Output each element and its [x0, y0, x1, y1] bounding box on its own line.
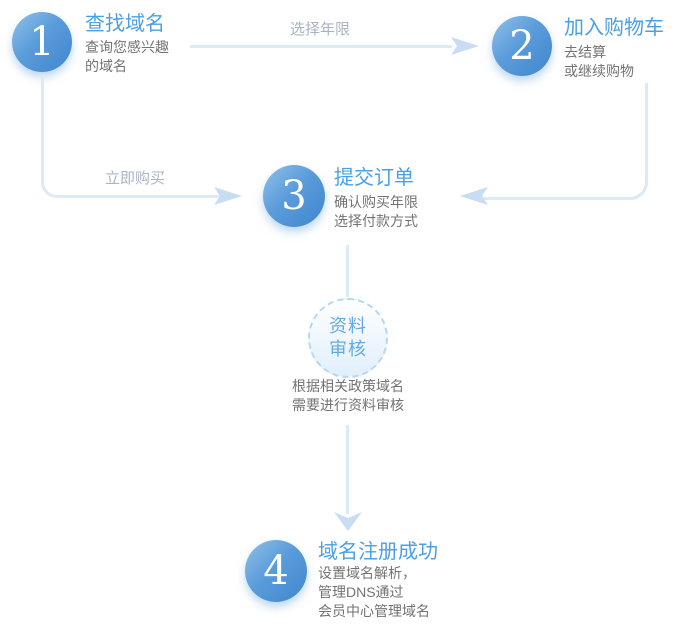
step-4-circle: 4 — [245, 540, 307, 602]
step-4-desc-line-3: 会员中心管理域名 — [318, 603, 430, 619]
step-3-description: 确认购买年限 选择付款方式 — [334, 193, 418, 231]
arrow-right-icon — [214, 185, 242, 207]
review-description: 根据相关政策域名 需要进行资料审核 — [248, 377, 448, 415]
step-1-title: 查找域名 — [85, 13, 165, 35]
step-4-title: 域名注册成功 — [318, 541, 438, 563]
step-2-circle: 2 — [492, 16, 552, 76]
step-4-desc-line-2: 管理DNS通过 — [318, 584, 404, 600]
step-1-number: 1 — [29, 19, 55, 65]
connector-line-step1-step3 — [41, 76, 222, 198]
step-4-desc-line-1: 设置域名解析， — [318, 565, 416, 581]
step-2-desc-line-2: 或继续购物 — [564, 63, 634, 79]
step-2-number: 2 — [509, 23, 535, 69]
step-3-title: 提交订单 — [334, 167, 414, 189]
step-1-desc-line-2: 的域名 — [85, 58, 127, 74]
step-2-desc-line-1: 去结算 — [564, 44, 606, 60]
step-1-description: 查询您感兴趣 的域名 — [85, 38, 169, 76]
connector-line-step1-step2 — [190, 45, 452, 48]
review-desc-line-2: 需要进行资料审核 — [292, 397, 404, 413]
review-desc-line-1: 根据相关政策域名 — [292, 378, 404, 394]
buy-now-label: 立即购买 — [104, 170, 165, 187]
select-years-label: 选择年限 — [289, 21, 350, 38]
step-1-desc-line-1: 查询您感兴趣 — [85, 39, 169, 55]
review-badge-line-1: 资料 — [329, 316, 367, 336]
arrow-left-icon — [460, 185, 488, 207]
step-4-number: 4 — [263, 548, 289, 594]
step-3-number: 3 — [281, 173, 307, 219]
step-3-circle: 3 — [263, 165, 325, 227]
step-1-circle: 1 — [12, 12, 72, 72]
step-4-description: 设置域名解析， 管理DNS通过 会员中心管理域名 — [318, 564, 430, 621]
step-3-desc-line-2: 选择付款方式 — [334, 213, 418, 229]
arrow-right-icon — [451, 35, 479, 57]
review-badge: 资料 审核 — [308, 298, 388, 378]
connector-line-step3-review — [346, 245, 349, 297]
review-badge-line-2: 审核 — [329, 339, 367, 359]
step-2-title: 加入购物车 — [564, 17, 664, 39]
step-2-description: 去结算 或继续购物 — [564, 43, 634, 81]
connector-line-step2-step3 — [482, 83, 648, 200]
arrow-down-icon — [333, 512, 363, 531]
step-3-desc-line-1: 确认购买年限 — [334, 194, 418, 210]
connector-line-review-step4 — [346, 425, 349, 514]
